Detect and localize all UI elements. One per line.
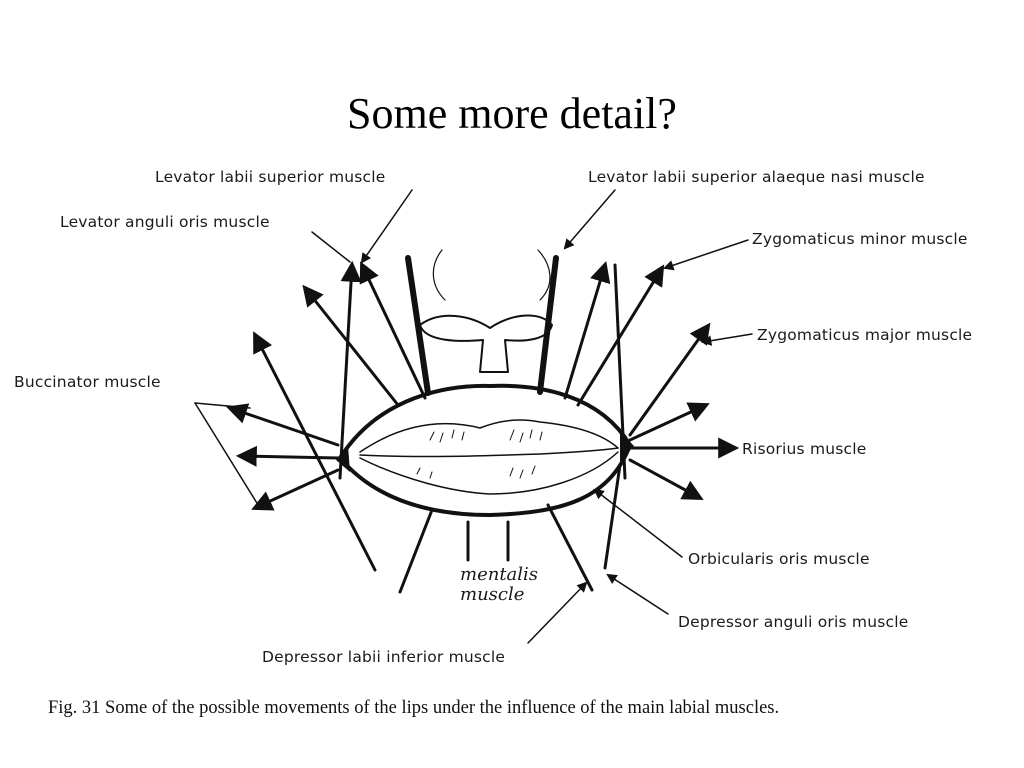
figure-caption: Fig. 31 Some of the possible movements o…	[48, 698, 780, 718]
label-depressor-labii-inferior: Depressor labii inferior muscle	[262, 648, 506, 666]
label-mentalis-line2: muscle	[460, 584, 525, 605]
label-depressor-anguli-oris: Depressor anguli oris muscle	[678, 613, 909, 631]
label-zygomaticus-major: Zygomaticus major muscle	[757, 326, 973, 344]
label-buccinator: Buccinator muscle	[14, 373, 161, 391]
label-zygomaticus-minor: Zygomaticus minor muscle	[752, 230, 968, 248]
label-risorius: Risorius muscle	[742, 440, 867, 458]
lips-outline	[336, 383, 634, 517]
label-levator-labii-superior: Levator labii superior muscle	[155, 168, 386, 186]
slide-title: Some more detail?	[347, 89, 677, 138]
label-orbicularis-oris: Orbicularis oris muscle	[688, 550, 870, 568]
nose-sketch	[419, 249, 553, 373]
label-levator-alaeque-nasi: Levator labii superior alaeque nasi musc…	[588, 168, 925, 186]
label-mentalis-line1: mentalis	[460, 564, 539, 585]
muscle-lines	[226, 255, 740, 594]
label-mentalis: mentalis muscle	[460, 565, 538, 605]
leader-lines	[194, 189, 753, 644]
label-levator-anguli-oris: Levator anguli oris muscle	[60, 213, 270, 231]
